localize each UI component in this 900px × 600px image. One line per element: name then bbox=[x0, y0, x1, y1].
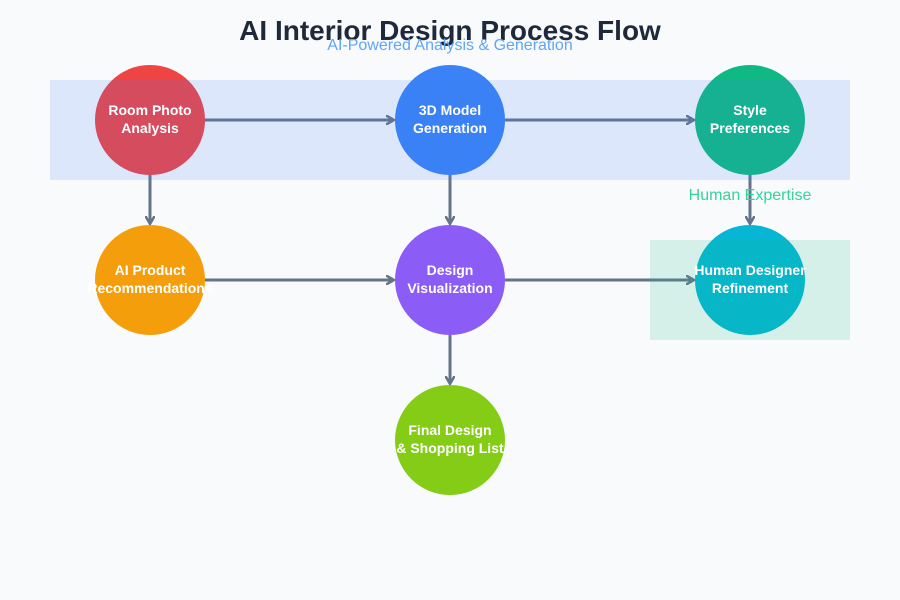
node-label-line: Preferences bbox=[710, 120, 790, 136]
node-human-designer-refinement[interactable] bbox=[695, 225, 805, 335]
node-design-visualization[interactable] bbox=[395, 225, 505, 335]
node-label-line: Generation bbox=[413, 120, 487, 136]
node-label-line: 3D Model bbox=[419, 102, 481, 118]
node-label-line: Human Designer bbox=[694, 262, 806, 278]
node-label-line: Style bbox=[733, 102, 767, 118]
node-3d-model-generation[interactable] bbox=[395, 65, 505, 175]
node-label-line: & Shopping List bbox=[396, 440, 504, 456]
node-final-design-shopping-list[interactable] bbox=[395, 385, 505, 495]
node-label-line: Visualization bbox=[407, 280, 492, 296]
edges bbox=[150, 120, 750, 384]
node-label-final-design-shopping-list: Final Design & Shopping List bbox=[396, 422, 504, 456]
node-label-line: Refinement bbox=[712, 280, 789, 296]
node-label-line: Room Photo bbox=[108, 102, 191, 118]
node-room-photo-analysis[interactable] bbox=[95, 65, 205, 175]
human-group-band bbox=[650, 240, 850, 340]
human-group-label: Human Expertise bbox=[689, 187, 812, 204]
node-label-line: Design bbox=[427, 262, 474, 278]
ai-group-label: AI-Powered Analysis & Generation bbox=[327, 37, 572, 54]
node-style-preferences[interactable] bbox=[695, 65, 805, 175]
node-label-line: AI Product bbox=[115, 262, 186, 278]
ai-group-band bbox=[50, 80, 850, 180]
node-label-line: Analysis bbox=[121, 120, 179, 136]
groups bbox=[50, 80, 850, 340]
node-ai-product-recommendations[interactable] bbox=[95, 225, 205, 335]
node-label-line: Final Design bbox=[408, 422, 491, 438]
node-label-line: Recommendations bbox=[87, 280, 212, 296]
diagram-title: AI Interior Design Process Flow bbox=[239, 15, 661, 46]
nodes bbox=[95, 65, 805, 495]
